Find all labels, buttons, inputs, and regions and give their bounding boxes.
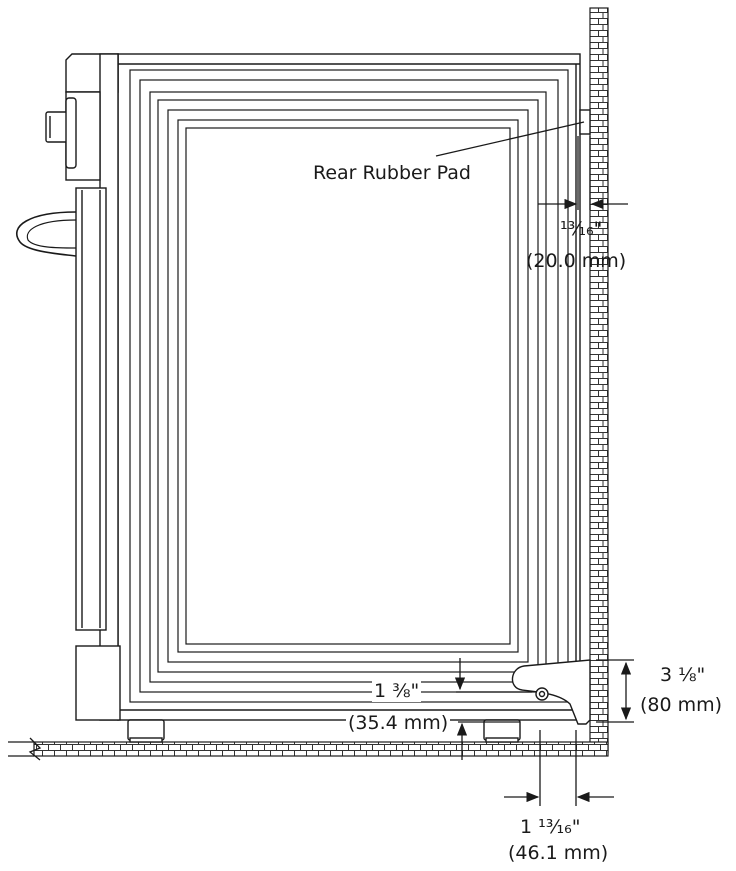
rear-pad-leader-line bbox=[435, 121, 585, 157]
bracket-height-fraction-label: 3 ⅛" bbox=[660, 664, 706, 686]
rear-pad-label: Rear Rubber Pad bbox=[313, 162, 471, 184]
side-panel-emboss bbox=[129, 69, 569, 703]
dimension-lines bbox=[435, 121, 634, 806]
anti-tip-bracket bbox=[511, 659, 591, 725]
floor bbox=[8, 737, 609, 761]
bracket-depth-fraction-label: 1 ¹³⁄₁₆" bbox=[520, 816, 581, 838]
wall bbox=[589, 7, 609, 753]
rear-gap-mm-label: (20.0 mm) bbox=[526, 250, 627, 272]
leg-clearance-fraction-label: 1 ⅜" bbox=[372, 680, 422, 702]
bracket-depth-mm-label: (46.1 mm) bbox=[508, 842, 609, 864]
leg-clearance-mm-label: (35.4 mm) bbox=[346, 712, 451, 734]
rear-gap-fraction-label: ¹³⁄₁₆" bbox=[560, 218, 603, 240]
bracket-height-mm-label: (80 mm) bbox=[640, 694, 723, 716]
oven-body bbox=[16, 53, 581, 743]
rear-rubber-pad bbox=[579, 109, 591, 135]
floor-break-symbol bbox=[28, 737, 42, 761]
